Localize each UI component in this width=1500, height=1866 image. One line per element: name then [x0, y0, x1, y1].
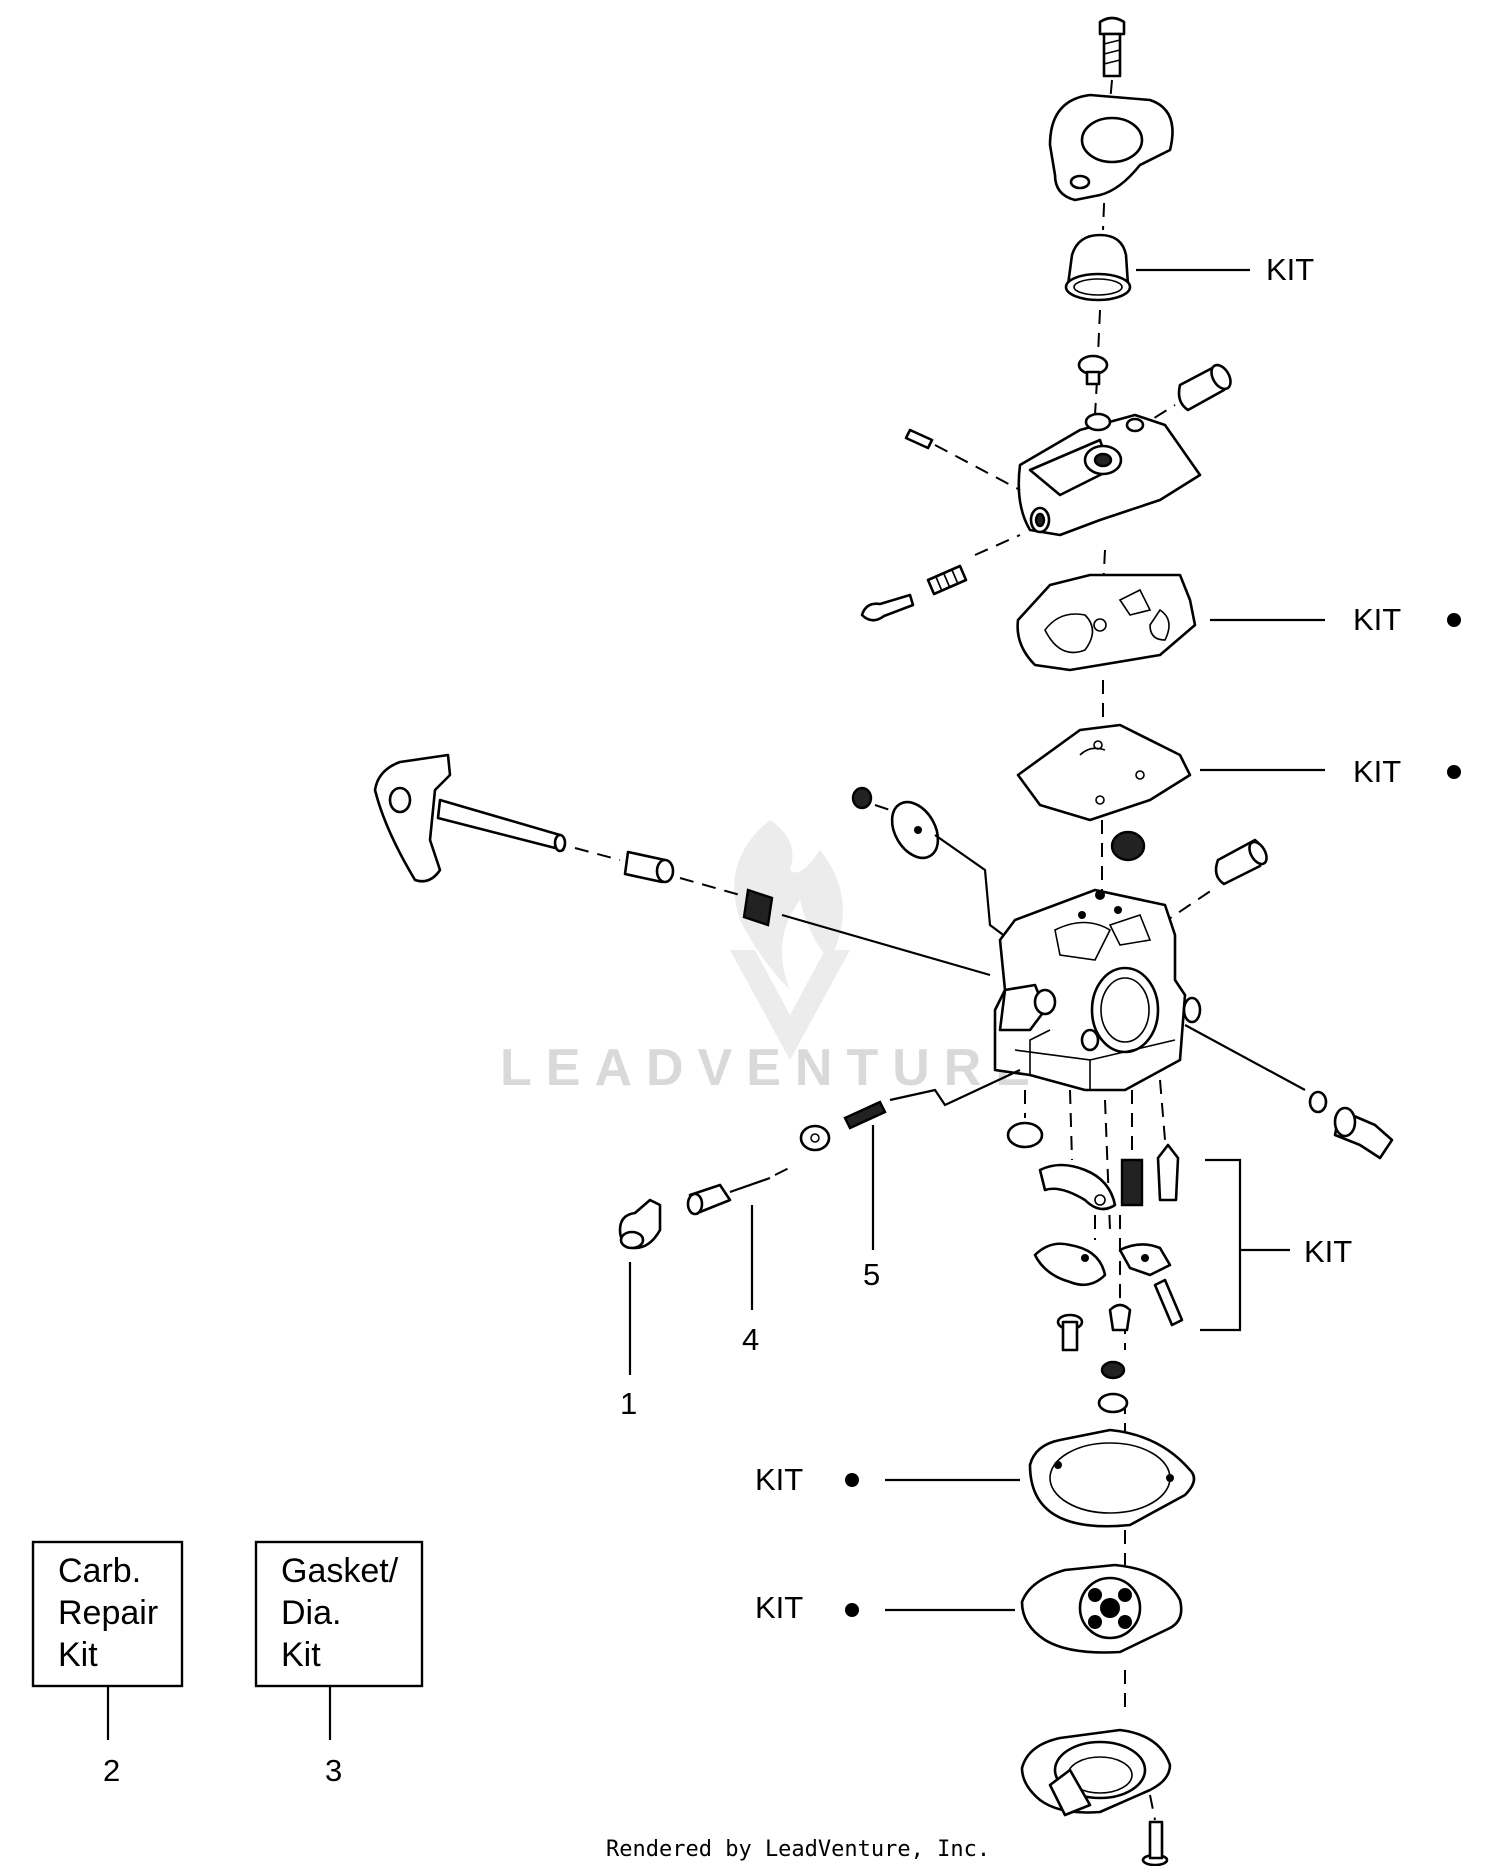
- metering-lever: [1033, 1242, 1107, 1287]
- callout-kit-metering-diaphragm: KIT: [755, 1590, 803, 1625]
- pump-gasket: [1016, 573, 1197, 672]
- callout-ref-5: 5: [863, 1257, 880, 1292]
- primer-bulb: [1064, 233, 1132, 302]
- gasket-dia-kit-line-2: Dia.: [281, 1594, 341, 1632]
- o-ring: [1097, 1392, 1129, 1414]
- shaft-bushing: [623, 850, 675, 884]
- callout-kit-metering-gasket: KIT: [755, 1462, 803, 1497]
- callout-kit-pump-diaphragm: KIT: [1353, 754, 1401, 789]
- callout-ref-3: 3: [325, 1753, 342, 1788]
- pump-diaphragm: [1016, 723, 1192, 822]
- watermark: LEADVENTURE: [500, 820, 1044, 1097]
- kit-bracket: [1200, 1158, 1242, 1332]
- gasket-dia-kit-box: Gasket/ Dia. Kit 3: [254, 1540, 424, 1788]
- callout-ref-1: 1: [620, 1386, 637, 1421]
- outlet-screw: [1333, 1106, 1394, 1160]
- choke-screw: [1110, 830, 1146, 862]
- cover-screw: [1141, 1820, 1169, 1866]
- callout-kit-primer: KIT: [1266, 252, 1314, 287]
- callout-ref-2: 2: [103, 1753, 120, 1788]
- carb-repair-kit-line-2: Repair: [58, 1594, 158, 1632]
- kit-bullet: [845, 1473, 859, 1487]
- seal: [1100, 1360, 1126, 1380]
- callout-ref-4: 4: [742, 1322, 759, 1357]
- metering-diaphragm: [1020, 1563, 1183, 1654]
- metering-lever-pin: [1038, 1163, 1117, 1211]
- pump-cover: [1017, 412, 1202, 537]
- check-valve: [1077, 354, 1109, 386]
- lever-screw-1: [1056, 1313, 1084, 1352]
- kit-bullet: [845, 1603, 859, 1617]
- callout-kit-needle-group: KIT: [1304, 1234, 1352, 1269]
- callout-kit-pump-gasket: KIT: [1353, 602, 1401, 637]
- welch-plug: [1006, 1121, 1044, 1149]
- limiter-cap: [618, 1198, 662, 1250]
- lever-screw-2: [1108, 1303, 1132, 1332]
- carb-repair-kit-line-1: Carb.: [58, 1552, 141, 1590]
- fuel-inlet-tube: [1177, 363, 1232, 412]
- mixture-needle: [686, 1164, 796, 1216]
- body-inlet-tube: [1214, 838, 1268, 886]
- shaft-spring: [742, 888, 774, 927]
- idle-screw-spring: [926, 564, 968, 596]
- outlet-washer: [1308, 1090, 1328, 1114]
- throttle-screw: [851, 786, 873, 810]
- needle-washer: [799, 1124, 831, 1152]
- kit-bullet: [1447, 765, 1461, 779]
- metering-arm: [1118, 1243, 1172, 1277]
- inlet-needle-spring: [1120, 1158, 1144, 1207]
- idle-spring: [904, 428, 934, 450]
- render-credit: Rendered by LeadVenture, Inc.: [606, 1837, 990, 1862]
- kit-bullet: [1447, 613, 1461, 627]
- carb-repair-kit-line-3: Kit: [58, 1636, 98, 1674]
- inlet-needle: [1156, 1143, 1180, 1202]
- throttle-plate: [890, 800, 940, 860]
- metering-gasket: [1028, 1428, 1196, 1528]
- idle-screw: [860, 593, 915, 622]
- metering-cover: [1020, 1728, 1172, 1817]
- needle-spring: [843, 1100, 887, 1130]
- top-cover-plate: [1048, 93, 1174, 202]
- carburetor-body: [993, 888, 1202, 1092]
- watermark-text: LEADVENTURE: [500, 1039, 1044, 1097]
- gasket-dia-kit-line-1: Gasket/: [281, 1552, 399, 1590]
- top-screw: [1098, 16, 1126, 78]
- throttle-lever: [373, 753, 567, 883]
- carb-repair-kit-box: Carb. Repair Kit 2: [31, 1540, 184, 1788]
- gasket-dia-kit-line-3: Kit: [281, 1636, 321, 1674]
- lever-pin: [1153, 1278, 1184, 1327]
